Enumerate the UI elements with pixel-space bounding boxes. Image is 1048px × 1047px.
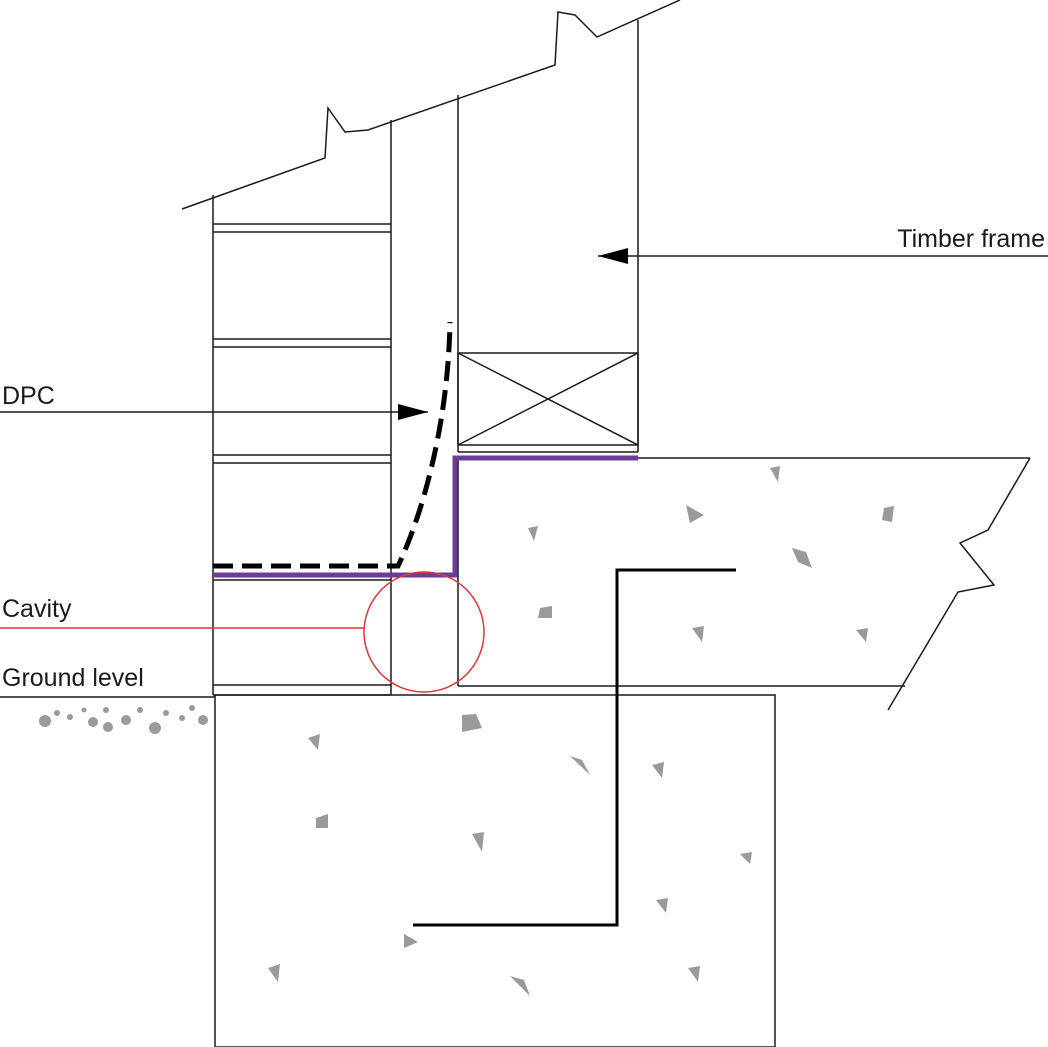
timber-frame-leader — [598, 248, 1048, 264]
cavity-highlight-circle — [363, 571, 485, 693]
dpc-leader — [0, 404, 428, 420]
ground-level-label: Ground level — [2, 664, 144, 692]
cavity-label: Cavity — [2, 595, 72, 623]
dpc-membrane — [213, 455, 638, 578]
brick-outer-leaf — [212, 120, 392, 696]
sole-plate — [457, 352, 639, 453]
foundation — [214, 694, 776, 1047]
reinforcement-bar — [413, 568, 736, 927]
dpc-dashed-line — [213, 321, 453, 569]
ground-gravel — [39, 705, 208, 734]
concrete-slab — [457, 457, 1031, 711]
concrete-aggregate — [268, 466, 894, 996]
timber-frame-inner-leaf — [457, 20, 639, 452]
dpc-label: DPC — [2, 382, 55, 410]
wall-break-line — [181, 0, 681, 210]
timber-frame-label: Timber frame — [897, 225, 1045, 253]
